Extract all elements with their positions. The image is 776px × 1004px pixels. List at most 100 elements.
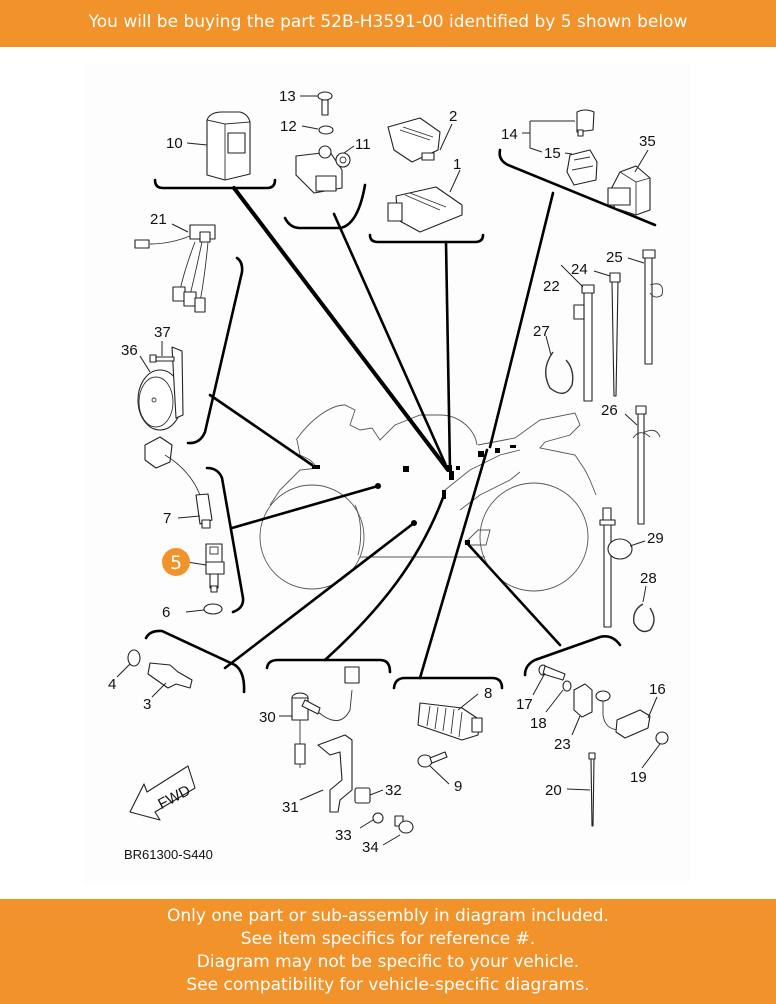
part-24-cable-tie	[609, 272, 621, 397]
part-8-rectifier	[417, 702, 483, 741]
part-4-washer	[127, 649, 141, 667]
part-2-unit	[387, 117, 441, 163]
part-3-sensor	[147, 662, 193, 689]
connector-lines	[208, 186, 562, 680]
callout-27: 27	[533, 323, 550, 340]
part-17-bolt	[538, 664, 566, 681]
callout-2: 2	[449, 108, 457, 125]
callout-21: 21	[150, 211, 167, 228]
callout-37: 37	[154, 324, 171, 341]
part-20-cable-tie	[588, 752, 596, 827]
part-30-switch	[291, 666, 360, 768]
part-19-nut	[655, 731, 669, 745]
part-7-sensor	[144, 436, 213, 529]
marker	[478, 451, 484, 457]
marker	[510, 445, 516, 448]
callout-20: 20	[545, 782, 562, 799]
marker	[312, 465, 320, 469]
rear-wheel	[479, 482, 589, 592]
front-cowl	[269, 439, 319, 506]
footer-line: See item specifics for reference #.	[240, 929, 536, 949]
part-21-sub-harness	[134, 224, 216, 313]
callout-16: 16	[649, 681, 666, 698]
callout-32: 32	[385, 782, 402, 799]
part-13-screw	[317, 91, 333, 116]
callout-6: 6	[162, 604, 170, 621]
callout-7: 7	[163, 510, 171, 527]
callout-5: 5	[170, 552, 182, 574]
callout-29: 29	[647, 530, 664, 547]
callout-3: 3	[143, 696, 151, 713]
callout-11: 11	[355, 136, 371, 153]
callout-19: 19	[630, 769, 647, 786]
callout-10: 10	[166, 135, 183, 152]
callout-34: 34	[362, 839, 379, 856]
front-wheel	[259, 484, 365, 590]
swingarm-line	[459, 471, 521, 511]
highlight-badge	[162, 548, 190, 576]
part-6-washer	[203, 603, 223, 615]
part-1-unit	[387, 186, 463, 233]
tail-outline	[477, 412, 597, 496]
part-9-bolt	[417, 751, 448, 768]
part-35-relay	[607, 165, 651, 216]
callout-1: 1	[453, 156, 461, 173]
callout-8: 8	[484, 685, 492, 702]
part-31-bracket	[317, 734, 353, 813]
callout-31: 31	[282, 799, 299, 816]
callout-4: 4	[108, 676, 116, 693]
footpeg-bracket	[467, 529, 491, 546]
marker	[495, 448, 500, 453]
callout-22: 22	[543, 278, 560, 295]
callout-9: 9	[454, 778, 462, 795]
highlighted-callout-5[interactable]: 5	[162, 548, 190, 576]
callout-14: 14	[501, 126, 518, 143]
part-28-clip	[633, 603, 655, 633]
callout-23: 23	[554, 736, 571, 753]
callout-13: 13	[279, 88, 296, 105]
part-33-collar	[372, 812, 384, 824]
part-32-grommet	[354, 787, 371, 804]
header-banner: You will be buying the part 52B-H3591-00…	[0, 0, 776, 47]
marker	[449, 471, 454, 480]
callout-17: 17	[516, 696, 533, 713]
marker	[403, 466, 409, 472]
part-14-relay-cover	[576, 109, 595, 137]
part-26-cable-tie	[632, 405, 661, 525]
part-23-damper	[573, 683, 593, 718]
marker	[456, 466, 460, 470]
callout-35: 35	[639, 133, 656, 150]
part-29-cable-tie	[599, 507, 633, 628]
part-27-clip	[545, 351, 574, 394]
footer-line: Diagram may not be specific to your vehi…	[196, 952, 580, 972]
part-22-cable-tie	[573, 284, 595, 402]
part-11-connector	[295, 145, 351, 194]
header-text: You will be buying the part 52B-H3591-00…	[88, 12, 688, 32]
part-37-bolt	[149, 354, 175, 363]
leader-lines	[116, 95, 661, 846]
callout-36: 36	[121, 342, 138, 359]
part-36-horn	[137, 346, 184, 431]
fairing-outline	[295, 404, 478, 446]
part-18-washer	[562, 680, 572, 692]
fork-line	[354, 504, 362, 556]
part-25-cable-tie	[642, 249, 663, 365]
callout-24: 24	[571, 261, 588, 278]
part-10-box	[206, 111, 251, 181]
callout-26: 26	[601, 402, 618, 419]
footer-line: See compatibility for vehicle-specific d…	[186, 975, 590, 995]
parts-diagram-area	[84, 63, 690, 884]
callout-labels: 1 2 3 4 6 7 8 9 10 11 12 13 14 15 16 17 …	[108, 88, 666, 856]
fwd-direction-arrow: FWD	[129, 765, 196, 821]
part-16-switch	[595, 690, 651, 739]
group-brackets	[144, 148, 657, 694]
motorcycle-outline	[259, 404, 597, 592]
callout-12: 12	[280, 118, 297, 135]
frame-line	[444, 449, 521, 491]
part-34-bolt	[394, 815, 414, 834]
callout-28: 28	[640, 570, 657, 587]
footer-banner: Only one part or sub-assembly in diagram…	[0, 899, 776, 1004]
callout-33: 33	[335, 827, 352, 844]
footer-line: Only one part or sub-assembly in diagram…	[167, 906, 609, 926]
